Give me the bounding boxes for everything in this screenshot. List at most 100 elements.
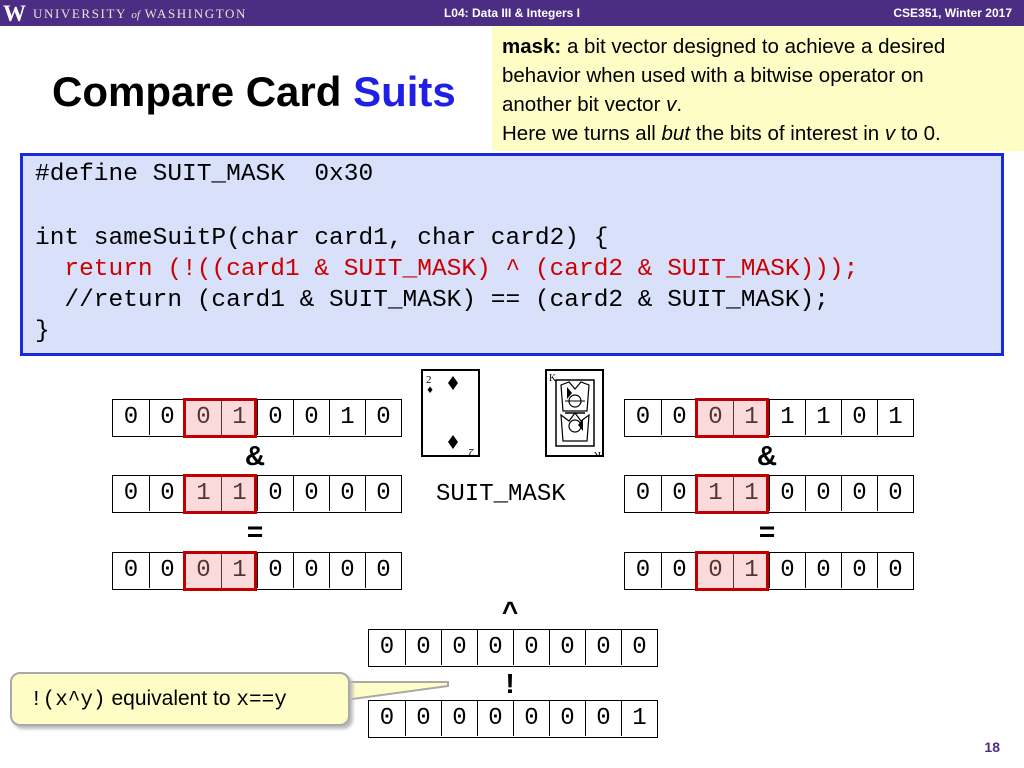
svg-text:K: K: [593, 449, 601, 455]
equals-operator-left: =: [246, 516, 264, 547]
bit-cell: 0: [185, 400, 221, 435]
bit-cell: 0: [365, 400, 401, 435]
bit-cell: 0: [113, 400, 149, 435]
bit-cell: 0: [441, 630, 477, 665]
bit-cell: 0: [805, 476, 841, 511]
bit-cell: 0: [149, 553, 185, 588]
king-of-diamonds-icon: K K: [549, 373, 601, 460]
bit-cell: 0: [513, 630, 549, 665]
bit-cell: 1: [733, 476, 769, 511]
bit-cell: 0: [257, 553, 293, 588]
bit-cell: 0: [769, 476, 805, 511]
svg-text:K: K: [549, 373, 557, 384]
bit-cell: 0: [365, 553, 401, 588]
bit-cell: 0: [661, 400, 697, 435]
bit-cell: 0: [549, 701, 585, 736]
bit-cell: 0: [877, 476, 913, 511]
suit-mask-label: SUIT_MASK: [436, 481, 566, 508]
code-line-return: return (!((card1 & SUIT_MASK) ^ (card2 &…: [35, 256, 859, 283]
bit-cell: 1: [805, 400, 841, 435]
bit-cell: 0: [805, 553, 841, 588]
bit-cell: 1: [221, 553, 257, 588]
bit-cell: 0: [257, 400, 293, 435]
bit-cell: 1: [733, 400, 769, 435]
code-line-comment: //return (card1 & SUIT_MASK) == (card2 &…: [35, 287, 829, 314]
equals-operator-right: =: [758, 516, 776, 547]
callout-box: !(x^y) equivalent to x==y: [10, 672, 350, 726]
svg-text:2: 2: [469, 446, 475, 455]
bit-cell: 0: [369, 701, 405, 736]
code-block: #define SUIT_MASK 0x30 int sameSuitP(cha…: [20, 153, 1004, 356]
bit-cell: 0: [625, 553, 661, 588]
playing-card-two-diamonds: 2 ♦ 2: [421, 369, 480, 458]
bit-cell: 0: [293, 553, 329, 588]
bit-cell: 0: [697, 553, 733, 588]
bit-cell: 0: [329, 553, 365, 588]
bit-cell: 0: [113, 553, 149, 588]
bit-cell: 1: [221, 400, 257, 435]
bit-cell: 0: [257, 476, 293, 511]
bit-cell: 0: [661, 476, 697, 511]
bit-cell: 0: [149, 400, 185, 435]
bit-cell: 0: [477, 701, 513, 736]
slide-title: Compare Card Suits: [52, 68, 456, 115]
bit-cell: 0: [513, 701, 549, 736]
header-bar: W UNIVERSITY of WASHINGTON L04: Data III…: [0, 0, 1024, 26]
page-number: 18: [984, 739, 1000, 755]
bit-cell: 1: [733, 553, 769, 588]
bit-cell: 0: [841, 476, 877, 511]
bit-cell: 0: [441, 701, 477, 736]
bit-cell: 0: [149, 476, 185, 511]
svg-text:2: 2: [426, 374, 432, 386]
code-line-define: #define SUIT_MASK 0x30: [35, 161, 374, 188]
bit-cell: 0: [841, 400, 877, 435]
code-line-close: }: [35, 318, 50, 345]
bit-cell: 0: [405, 701, 441, 736]
bit-cell: 0: [549, 630, 585, 665]
bit-cell: 1: [621, 701, 657, 736]
bit-cell: 0: [661, 553, 697, 588]
course-label: CSE351, Winter 2017: [893, 6, 1012, 20]
bit-cell: 0: [405, 630, 441, 665]
bit-cell: 0: [329, 476, 365, 511]
bit-cell: 0: [113, 476, 149, 511]
bit-cell: 1: [877, 400, 913, 435]
bit-cell: 0: [841, 553, 877, 588]
playing-card-king-diamonds: K K: [545, 369, 604, 460]
bit-cell: 1: [185, 476, 221, 511]
lecture-title: L04: Data III & Integers I: [443, 6, 581, 20]
bit-cell: 0: [585, 630, 621, 665]
code-line-signature: int sameSuitP(char card1, char card2) {: [35, 225, 609, 252]
bit-cell: 0: [625, 400, 661, 435]
callout-pointer: [330, 681, 449, 704]
bit-cell: 0: [369, 630, 405, 665]
definition-box: mask: a bit vector designed to achieve a…: [492, 26, 1024, 151]
bit-cell: 0: [293, 476, 329, 511]
and-operator-left: &: [244, 440, 266, 471]
bit-cell: 0: [365, 476, 401, 511]
uw-logo: W: [3, 1, 26, 26]
bit-cell: 1: [221, 476, 257, 511]
two-of-diamonds-icon: 2 ♦ 2: [426, 374, 475, 458]
bit-cell: 0: [697, 400, 733, 435]
bit-cell: 0: [625, 476, 661, 511]
university-name: UNIVERSITY of WASHINGTON: [33, 6, 247, 21]
not-operator: !: [505, 668, 515, 699]
bit-cell: 0: [585, 701, 621, 736]
svg-text:♦: ♦: [426, 386, 434, 396]
bit-cell: 1: [769, 400, 805, 435]
bit-cell: 1: [697, 476, 733, 511]
bit-cell: 0: [477, 630, 513, 665]
bit-cell: 0: [877, 553, 913, 588]
bit-cell: 0: [769, 553, 805, 588]
definition-term: mask:: [502, 35, 562, 58]
bit-cell: 0: [621, 630, 657, 665]
